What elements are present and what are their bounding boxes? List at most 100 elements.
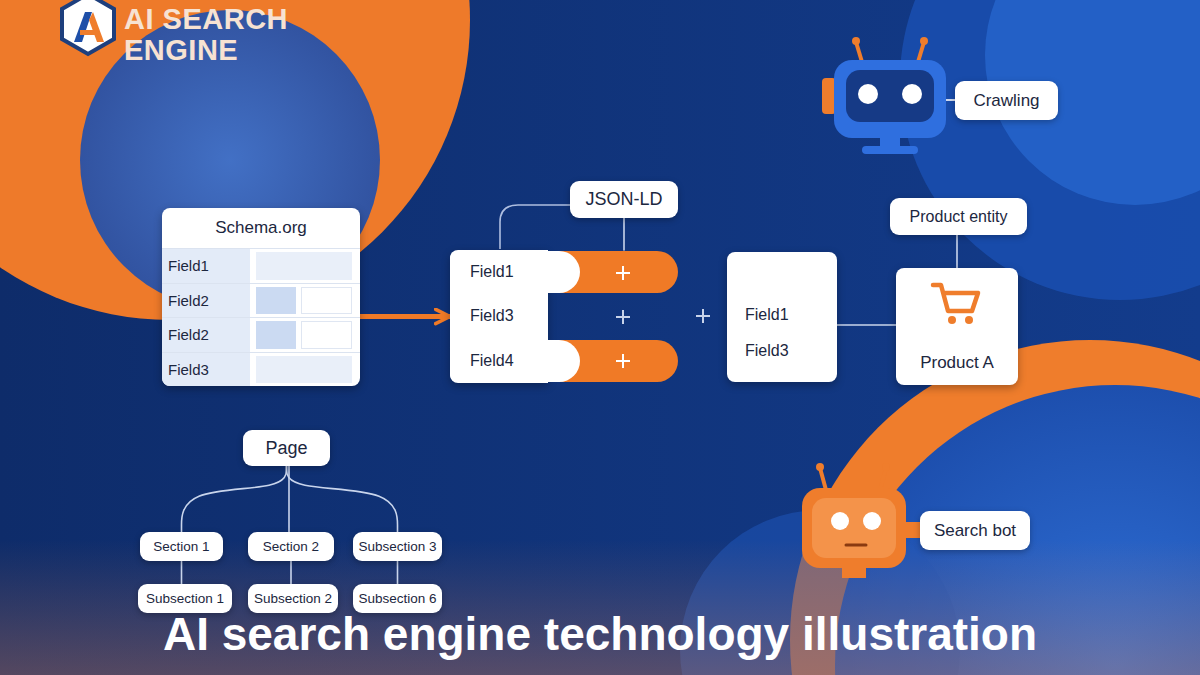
table-cell: Field3 (162, 353, 250, 387)
plus-symbol (616, 266, 630, 280)
node-label: Product entity (910, 208, 1008, 226)
table-row: Field3 (162, 352, 360, 387)
robot-antenna (820, 468, 826, 490)
logo-title: AI SEARCH ENGINE (124, 4, 339, 66)
logo-glyph (74, 12, 92, 42)
robot-eye (831, 512, 849, 530)
robot-antenna (852, 37, 860, 45)
robot-ear (822, 78, 836, 114)
robot-eye (902, 84, 922, 104)
table-swatch (256, 321, 296, 349)
field-label: Field4 (470, 339, 514, 383)
table-fill (301, 287, 352, 315)
node-label: Page (265, 438, 307, 459)
node-label: Subsection 2 (254, 591, 332, 606)
table-row: Field2 (162, 283, 360, 318)
field-row: Field4 (450, 339, 678, 383)
robot-face (846, 70, 934, 122)
merged-fields: Field1Field3 (727, 252, 837, 382)
robot-antenna (882, 463, 890, 471)
connector (290, 561, 292, 584)
robot-base (842, 568, 866, 578)
robot-eye (863, 512, 881, 530)
schema-table: Schema.orgField1Field2Field2Field3 (162, 208, 360, 386)
cart-wheel (948, 316, 956, 324)
field-label: Field1 (470, 250, 514, 294)
caption: AI search engine technology illustration (0, 606, 1200, 662)
connector (360, 314, 450, 319)
deco-circle (0, 0, 470, 320)
table-heading: Schema.org (162, 208, 360, 248)
bracket-line (500, 205, 570, 249)
node-label: Section 1 (153, 539, 209, 554)
table-row: Field2 (162, 317, 360, 352)
connectors (182, 218, 958, 584)
robot-base (862, 146, 918, 154)
robot-antenna (816, 463, 824, 471)
product-card: Product A (896, 268, 1018, 385)
bot-label: Search bot (920, 511, 1030, 550)
tree-section: Section 2 (248, 532, 334, 561)
field-label: Field3 (745, 342, 789, 360)
bot-label: Crawling (955, 81, 1058, 120)
node-label: JSON-LD (585, 189, 662, 210)
robot-antenna (880, 468, 886, 490)
robot-face (812, 498, 896, 558)
cart-body (933, 285, 978, 311)
table-cell: Field2 (162, 284, 250, 318)
plus-symbol (616, 310, 630, 324)
connector (956, 235, 958, 268)
node-label: Subsection 3 (358, 539, 436, 554)
table-fill (256, 356, 352, 384)
field-label: Field3 (470, 294, 514, 338)
search-robot (802, 463, 920, 578)
tree-section: Section 1 (140, 532, 223, 561)
cart-wheel (965, 316, 973, 324)
tree-root: Page (243, 430, 330, 466)
field-pill (450, 251, 580, 293)
robot-neck (880, 138, 900, 146)
entity-pill: Product entity (890, 198, 1027, 235)
robot-antenna (856, 42, 862, 62)
robot-ear (906, 522, 920, 538)
field-pill (450, 340, 580, 382)
cart-icon (933, 285, 978, 324)
connector (837, 324, 896, 326)
robot-mouth (846, 544, 866, 547)
node-label: Crawling (973, 91, 1039, 111)
robot-head (802, 488, 906, 568)
tree-section: Subsection 3 (353, 532, 442, 561)
robot-antenna (920, 37, 928, 45)
connector (181, 561, 183, 584)
product-label: Product A (896, 353, 1018, 373)
connector (287, 466, 398, 532)
plus-symbol (696, 309, 710, 323)
table-row: Field1 (162, 248, 360, 283)
table-cell: Field2 (162, 318, 250, 352)
connector (182, 466, 287, 532)
format-pill: JSON-LD (570, 181, 678, 218)
table-fill (256, 321, 352, 349)
deco-circle (900, 0, 1200, 300)
logo-hexagon (62, 0, 114, 54)
node-label: Section 2 (263, 539, 319, 554)
logo-glyph (89, 12, 104, 42)
table-cell: Field1 (162, 249, 250, 283)
robot-head (834, 60, 946, 138)
leader-line (946, 99, 955, 101)
robot-antenna (918, 42, 924, 62)
field-row: Field3 (450, 294, 678, 338)
plus-symbol (616, 354, 630, 368)
node-label: Subsection 6 (358, 591, 436, 606)
table-fill (256, 252, 352, 280)
field-row: Field1 (450, 250, 678, 294)
node-label: Search bot (934, 521, 1016, 541)
connector (397, 561, 399, 584)
field-list: Field1Field3Field4 (450, 250, 678, 383)
table-swatch (256, 287, 296, 315)
crawler-robot (822, 37, 955, 154)
